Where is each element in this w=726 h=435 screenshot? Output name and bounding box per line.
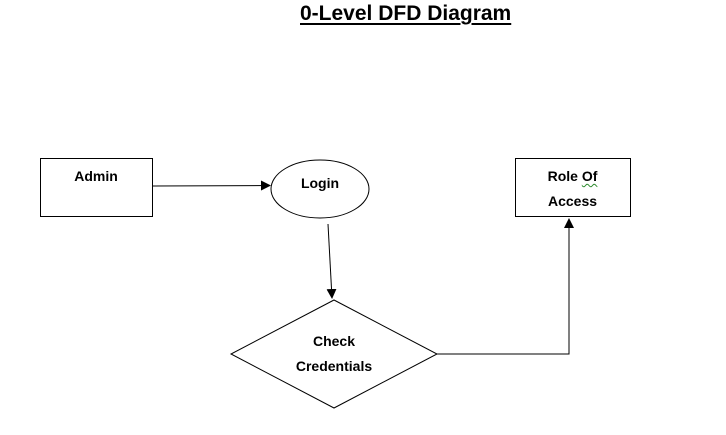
role-of-access-box [515,158,631,217]
arrow-admin-to-login [152,180,271,191]
arrow-check-to-role [437,218,574,355]
check-credentials-diamond [229,299,439,409]
diagram-title: 0-Level DFD Diagram [300,2,512,25]
check-label-line2: Credentials [295,358,373,374]
admin-entity-box [40,158,153,217]
login-process-ellipse [270,159,370,219]
of-word: Of [581,168,598,184]
arrow-login-to-check [326,223,337,299]
role-label-line1: Role Of [525,164,620,189]
check-label-line1: Check [312,333,356,349]
role-label-line2: Access [547,193,598,209]
login-label: Login [300,175,340,191]
role-word: Role [547,168,578,184]
admin-label: Admin [74,168,118,184]
